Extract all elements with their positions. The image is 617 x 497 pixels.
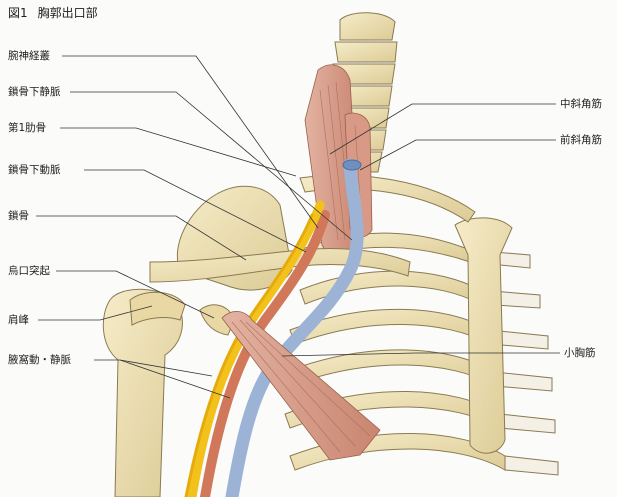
label-anterior-scalene: 前斜角筋 [560, 134, 602, 146]
leader-anterior-scalene [359, 139, 556, 171]
subclavian-axillary-vein [225, 158, 364, 497]
label-clavicle: 鎖骨 [8, 210, 29, 222]
leader-pectoralis-minor [281, 352, 560, 357]
leader-brachial-plexus [62, 55, 319, 229]
sternum [454, 217, 513, 454]
leader-coracoid [56, 270, 215, 319]
label-subclavian-artery: 鎖骨下動脈 [8, 164, 61, 176]
figure-title-text: 胸郭出口部 [37, 6, 98, 20]
pectoralis-minor-fibers [231, 319, 371, 453]
pectoralis-minor-muscle [221, 311, 381, 461]
label-coracoid-process: 烏口突起 [8, 265, 50, 277]
label-axillary-vessels: 腋窩動・静脈 [8, 354, 71, 366]
leader-first-rib [60, 127, 297, 177]
humerus [102, 288, 183, 497]
leader-lines [36, 55, 560, 399]
jugular-vein-end [342, 159, 362, 171]
leader-acromion [38, 305, 153, 321]
leader-axillary-2 [119, 359, 231, 399]
leader-subclavian-artery [84, 169, 307, 253]
label-middle-scalene: 中斜角筋 [560, 98, 602, 110]
label-brachial-plexus: 腕神経叢 [8, 50, 50, 62]
figure-title: 図1 胸郭出口部 [8, 4, 108, 21]
costal-cartilage [469, 249, 559, 476]
leader-middle-scalene [329, 103, 556, 155]
subclavian-axillary-artery [200, 210, 330, 497]
leader-subclavian-vein [70, 91, 353, 241]
label-first-rib: 第1肋骨 [8, 122, 47, 134]
label-subclavian-vein: 鎖骨下静脈 [8, 86, 61, 98]
acromion-bone [129, 291, 186, 326]
brachial-plexus-nerve [187, 200, 325, 497]
label-acromion: 肩峰 [8, 314, 29, 326]
figure-number: 図1 [8, 6, 28, 20]
clavicle-bone [149, 248, 411, 283]
label-pectoralis-minor: 小胸筋 [564, 347, 596, 359]
leader-clavicle [36, 215, 247, 261]
